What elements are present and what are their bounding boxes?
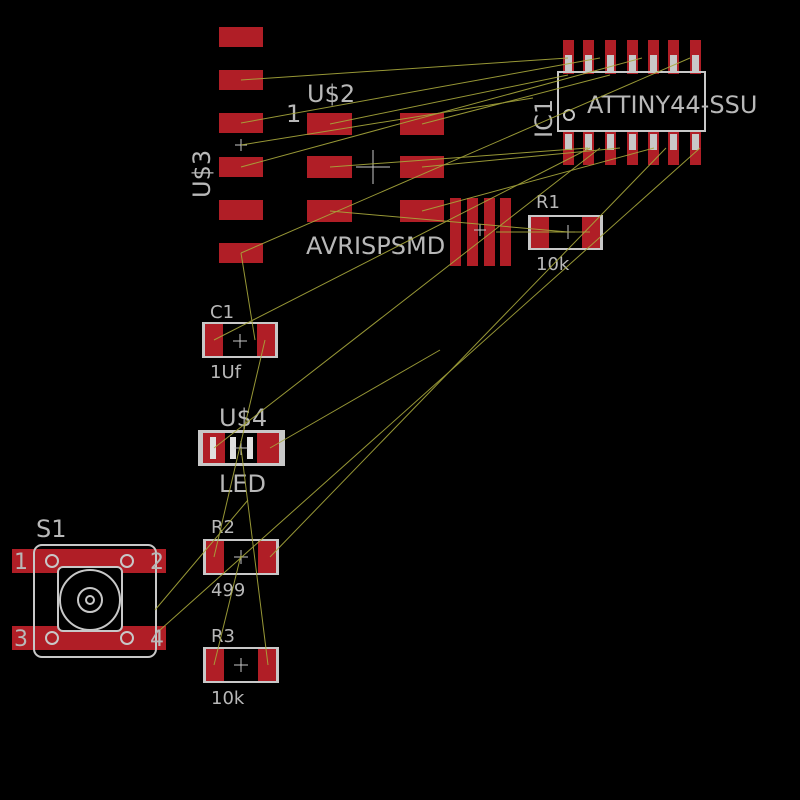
s1-pin-3-label: 3: [14, 627, 28, 652]
r3-pad-1[interactable]: [206, 649, 224, 681]
u2-value-label: AVRISPSMD: [306, 232, 445, 260]
u2-pad-5[interactable]: [307, 200, 352, 222]
r1-pad-2[interactable]: [582, 217, 600, 248]
ic1-pad-highlights: [565, 55, 699, 150]
component-u2[interactable]: U$2 1 AVRISPSMD: [286, 80, 445, 260]
r3-ref-label: R3: [211, 626, 235, 647]
u4-value-label: LED: [219, 470, 266, 498]
r2-value-label: 499: [211, 580, 245, 601]
s1-actuator-inner-ring: [77, 587, 103, 613]
u2-pin1-label: 1: [286, 100, 301, 128]
u4-ref-label: U$4: [219, 404, 267, 432]
s1-pin-1-label: 1: [14, 550, 28, 575]
c1-pad-2[interactable]: [257, 324, 275, 356]
r3-pad-2[interactable]: [258, 649, 276, 681]
u4-pad-cathode[interactable]: [257, 433, 279, 463]
s1-pin-2-label: 2: [150, 550, 164, 575]
component-s1[interactable]: S1 1 2 3 4: [12, 515, 166, 658]
s1-body-outline: [33, 544, 157, 658]
r3-value-label: 10k: [211, 688, 245, 709]
airwires: [154, 57, 701, 666]
c1-value-label: 1Uf: [210, 362, 242, 383]
s1-actuator-outer-ring: [59, 569, 121, 631]
u3-pad-5[interactable]: [219, 200, 263, 220]
r1-ref-label: R1: [536, 192, 560, 213]
s1-pin-4-label: 4: [150, 627, 164, 652]
u2-pad-3[interactable]: [307, 156, 352, 178]
u2-origin-cross: [356, 150, 390, 184]
u3-pad-1[interactable]: [219, 27, 263, 47]
u2-pad-1[interactable]: [307, 113, 352, 135]
r2-pad-1[interactable]: [206, 541, 224, 573]
u3-ref-label: U$3: [188, 150, 216, 198]
ic1-pin1-marker: [563, 109, 575, 121]
ic1-ref-label: IC1: [530, 99, 558, 138]
r2-pad-2[interactable]: [258, 541, 276, 573]
ic1-body-outline: [557, 71, 706, 132]
ic1-value-label: ATTINY44-SSU: [587, 91, 757, 119]
component-ic1[interactable]: ATTINY44-SSU IC1: [530, 40, 757, 165]
s1-ref-label: S1: [36, 515, 67, 543]
c1-ref-label: C1: [210, 302, 234, 323]
component-u3[interactable]: U$3: [188, 27, 263, 263]
